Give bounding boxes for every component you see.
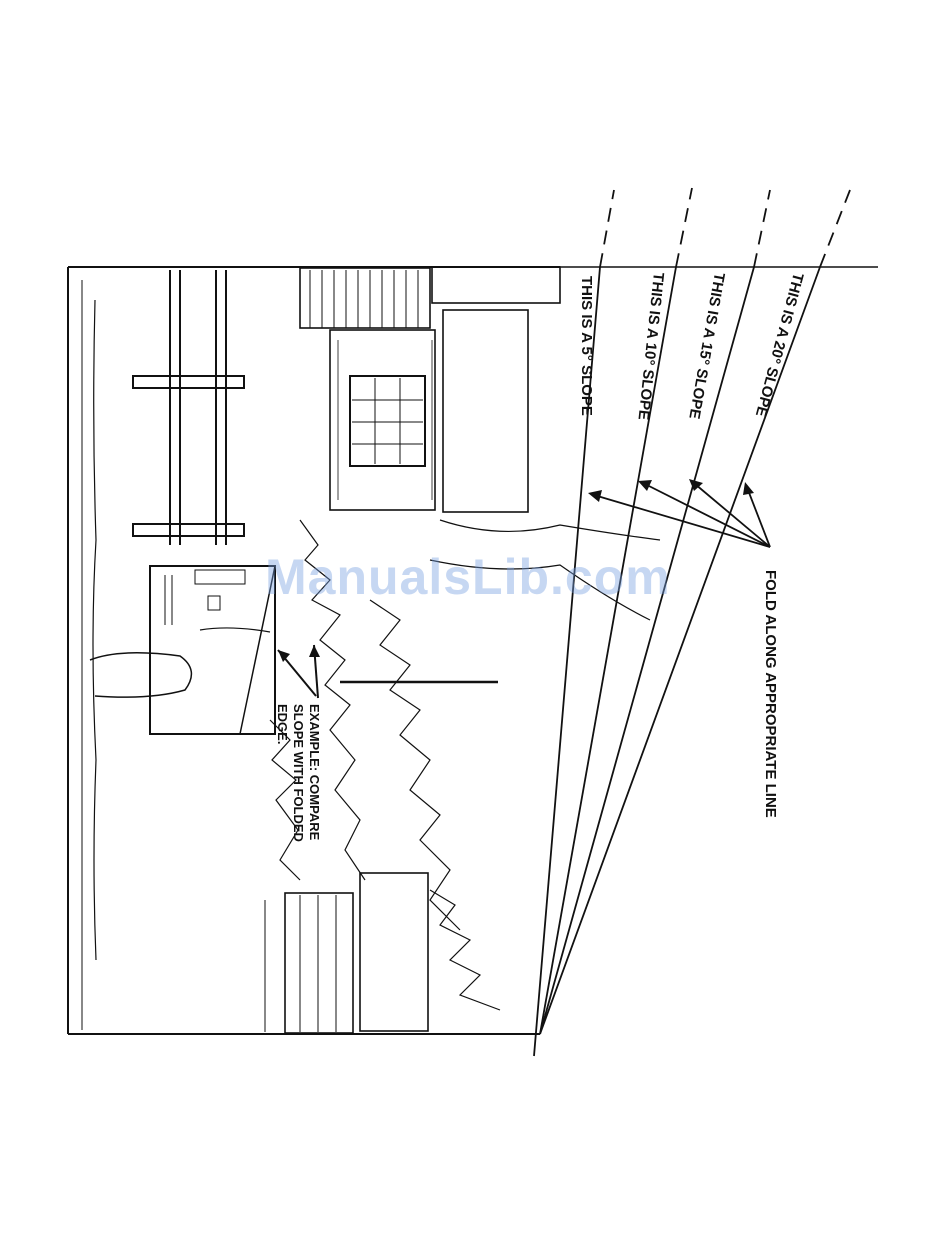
fold-instruction: FOLD ALONG APPROPRIATE LINE: [762, 570, 779, 818]
slope-label-15: THIS IS A 15° SLOPE: [685, 271, 727, 420]
slope-line-15-dashed: [754, 190, 770, 267]
slope-label-5: THIS IS A 5° SLOPE: [578, 276, 595, 416]
example-caption-line2: SLOPE WITH FOLDED: [291, 704, 306, 842]
watermark: ManualsLib.com: [265, 548, 671, 606]
slope-label-20: THIS IS A 20° SLOPE: [752, 271, 807, 419]
fence: [93, 270, 244, 960]
example-caption-line3: EDGE.: [275, 704, 290, 744]
slope-line-20-dashed: [820, 190, 850, 267]
slope-line-10-dashed: [676, 188, 692, 267]
house: [300, 267, 560, 512]
garage: [265, 873, 428, 1033]
example-caption-line1: EXAMPLE: COMPARE: [307, 704, 322, 841]
slope-line-5-dashed: [600, 190, 614, 267]
